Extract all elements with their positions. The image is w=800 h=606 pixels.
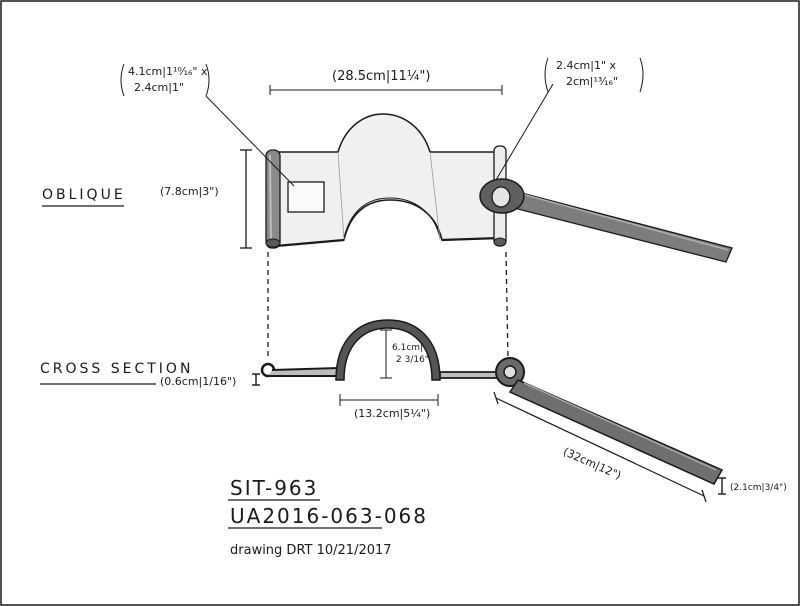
arch-height-label-line2: 2 3/16" [396, 355, 429, 365]
handle-diameter-label: (2.1cm|3/4") [730, 483, 787, 493]
plate-width-label: (28.5cm|11¼") [332, 69, 431, 84]
arch-width-label: (13.2cm|5¼") [354, 407, 431, 420]
cross-section-profile [260, 319, 525, 387]
hole-leader-line [205, 95, 295, 187]
hinge-size-label-line2: 2cm|¹³⁄₁₆" [566, 75, 619, 88]
thickness-marker [252, 373, 260, 386]
catalog-number: UA2016-063-068 [230, 504, 428, 528]
cross-section-handle [508, 379, 724, 485]
hinge-leader-line [495, 83, 554, 181]
plate-fold-left [337, 151, 345, 241]
arch-height-dimension [380, 329, 392, 379]
handle-diameter-marker [718, 477, 726, 495]
thickness-label: (0.6cm|1/16") [160, 375, 237, 388]
plate-arch-inner [343, 197, 441, 239]
hole-size-label-line2: 2.4cm|1" [134, 81, 185, 94]
cross-section-view-label: CROSS SECTION [40, 361, 194, 377]
site-number: SIT-963 [230, 476, 319, 500]
arch-height-label-line1: 6.1cm| [392, 343, 424, 353]
oblique-view-label: OBLIQUE [42, 187, 126, 203]
plate-height-label: (7.8cm|3") [160, 185, 219, 198]
hole-size-label-line1: 4.1cm|1¹⁰⁄₁₆" x [128, 65, 208, 78]
rectangular-hole [287, 181, 325, 213]
oblique-handle [479, 178, 733, 263]
plate-width-dimension [269, 85, 503, 95]
left-hinge-roll [265, 149, 281, 249]
projection-line-right [505, 251, 509, 361]
drawing-credit: drawing DRT 10/21/2017 [230, 543, 392, 558]
handle-length-dimension [493, 391, 707, 503]
plate-fold-right [429, 151, 441, 241]
arch-width-dimension [339, 394, 439, 406]
plate-height-dimension [240, 149, 252, 249]
plate-body [271, 113, 501, 247]
hinge-size-label-line1: 2.4cm|1" x [556, 59, 617, 72]
